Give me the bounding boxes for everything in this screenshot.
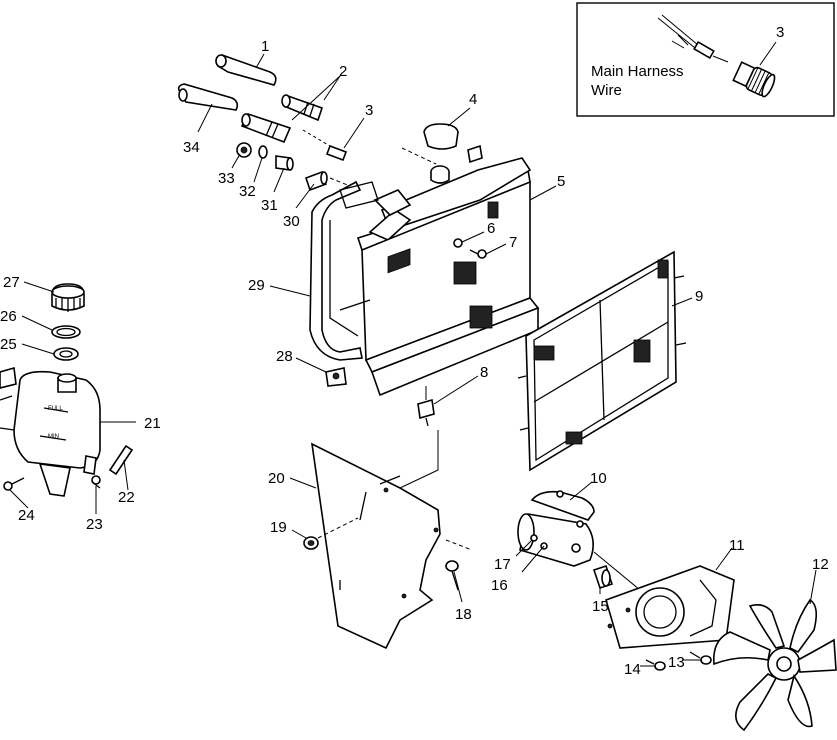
mounting-plate-20 xyxy=(310,430,473,650)
callout-15: 15 xyxy=(592,598,609,615)
temp-sensor-3 xyxy=(302,129,348,162)
callout-33: 33 xyxy=(218,170,235,187)
svg-text:MIN: MIN xyxy=(48,434,59,440)
callout-17: 17 xyxy=(494,556,511,573)
screen-panel-9 xyxy=(517,250,687,472)
callout-numbers: 1 2 3 4 5 6 7 8 9 10 11 12 13 14 15 16 1… xyxy=(0,38,829,678)
callout-1: 1 xyxy=(261,38,269,55)
inset-harness-detail: Main Harness Wire 3 xyxy=(576,2,835,117)
fitting-33 xyxy=(236,142,252,158)
callout-19: 19 xyxy=(270,519,287,536)
callout-7: 7 xyxy=(509,234,517,251)
callout-22: 22 xyxy=(118,489,135,506)
inset-callout-3: 3 xyxy=(776,24,784,41)
overflow-bottle-21: FULL MIN xyxy=(0,366,101,497)
callout-20: 20 xyxy=(268,470,285,487)
callout-28: 28 xyxy=(276,348,293,365)
grommet-19 xyxy=(303,517,359,550)
hose-34 xyxy=(177,83,239,111)
washer-25 xyxy=(53,347,79,361)
callout-5: 5 xyxy=(557,173,565,190)
callout-10: 10 xyxy=(590,470,607,487)
callout-21: 21 xyxy=(144,415,161,432)
callout-18: 18 xyxy=(455,606,472,623)
callout-31: 31 xyxy=(261,197,278,214)
inset-text-line1: Main Harness xyxy=(591,63,684,80)
inset-text-line2: Wire xyxy=(591,82,622,99)
mount-8 xyxy=(417,386,435,427)
washer-6 xyxy=(453,238,463,248)
filler-neck-bottle xyxy=(57,373,77,393)
callout-26: 26 xyxy=(0,308,17,325)
callout-11: 11 xyxy=(729,537,745,554)
hose-clamp-2a xyxy=(281,94,324,122)
callout-29: 29 xyxy=(248,277,265,294)
callout-4: 4 xyxy=(469,91,477,108)
callout-30: 30 xyxy=(283,213,300,230)
callout-25: 25 xyxy=(0,336,17,353)
hose-clamp-2b xyxy=(240,113,292,144)
callout-24: 24 xyxy=(18,507,35,524)
callout-13: 13 xyxy=(668,654,685,671)
bolt-13 xyxy=(689,651,712,665)
callout-16: 16 xyxy=(491,577,508,594)
callout-2: 2 xyxy=(339,63,347,80)
gasket-26 xyxy=(51,325,81,339)
fastener-18 xyxy=(445,560,459,591)
radiator-5 xyxy=(356,144,540,397)
callout-14: 14 xyxy=(624,661,641,678)
fan-blade-12 xyxy=(713,598,837,732)
hub-15 xyxy=(592,564,614,590)
upper-hose-1 xyxy=(215,54,277,86)
callout-8: 8 xyxy=(480,364,488,381)
screw-24 xyxy=(3,477,25,491)
hose-22 xyxy=(108,444,134,476)
fan-motor-10 xyxy=(517,490,641,591)
tube-30 xyxy=(304,170,328,192)
callout-9: 9 xyxy=(695,288,703,305)
callout-34: 34 xyxy=(183,139,200,156)
fan-shroud-11 xyxy=(605,565,735,649)
callout-12: 12 xyxy=(812,556,829,573)
clamp-23 xyxy=(91,475,101,489)
radiator-cap-4 xyxy=(423,123,459,150)
callout-3: 3 xyxy=(365,102,373,119)
leader-lines xyxy=(9,53,817,667)
svg-text:FULL: FULL xyxy=(48,406,63,412)
fitting-31 xyxy=(275,155,294,171)
shroud-29 xyxy=(309,180,379,361)
callout-6: 6 xyxy=(487,220,495,237)
callout-23: 23 xyxy=(86,516,103,533)
washer-32 xyxy=(258,145,268,159)
callout-32: 32 xyxy=(239,183,256,200)
bottle-cap-27 xyxy=(51,283,85,312)
callout-27: 27 xyxy=(3,274,20,291)
clamp-28 xyxy=(325,367,347,387)
bolt-14 xyxy=(645,659,666,671)
nut-17 xyxy=(530,534,538,542)
